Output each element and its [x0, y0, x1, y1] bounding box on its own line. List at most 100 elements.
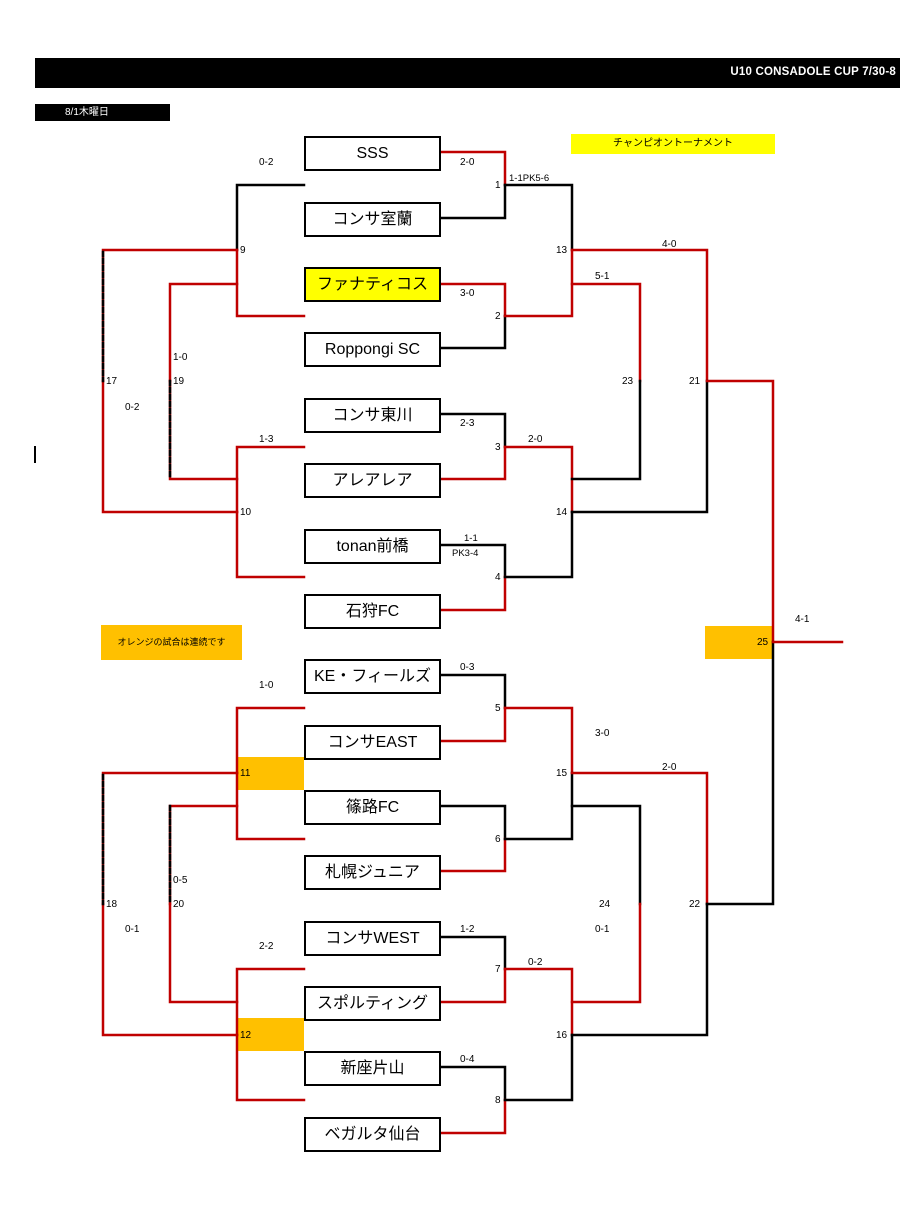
score-label: 0-2 [125, 402, 140, 413]
score-label: 0-2 [259, 157, 274, 168]
bracket-line [503, 248, 574, 318]
bracket-line [570, 282, 642, 383]
team-box: コンサ室蘭 [304, 202, 441, 237]
bracket-line [437, 543, 507, 579]
score-label: 0-1 [125, 924, 140, 935]
score-label: 2-0 [460, 157, 475, 168]
match-number: 6 [495, 834, 501, 845]
team-box: アレアレア [304, 463, 441, 498]
score-label: 0-1 [595, 924, 610, 935]
match-number: 17 [106, 376, 118, 387]
match-number: 2 [495, 311, 501, 322]
bracket-line [235, 445, 306, 514]
bracket-line [101, 379, 239, 514]
orange-block-match-11 [237, 757, 304, 790]
bracket-line [503, 706, 574, 775]
date-label: 8/1木曜日 [35, 104, 170, 121]
bracket-line [235, 771, 306, 841]
bracket-line [570, 379, 709, 514]
bracket-line [437, 1065, 507, 1102]
score-label: 0-2 [528, 957, 543, 968]
team-box: 篠路FC [304, 790, 441, 825]
bracket-line [570, 902, 642, 1004]
match-number: 9 [240, 245, 246, 256]
bracket-line [235, 183, 306, 252]
score-label: PK3-4 [452, 548, 479, 559]
score-label: 2-3 [460, 418, 475, 429]
team-box-highlighted: ファナティコス [304, 267, 441, 302]
match-number: 10 [240, 507, 252, 518]
bracket-line [570, 771, 709, 906]
bracket-line [235, 967, 306, 1037]
bracket-line [235, 706, 306, 775]
bracket-line [437, 706, 507, 743]
match-number: 25 [757, 637, 769, 648]
score-label: 1-1PK5-6 [509, 173, 550, 184]
bracket-line [235, 248, 306, 318]
score-label: 1-3 [259, 434, 274, 445]
orange-block-match-25 [705, 626, 773, 659]
bracket-line [503, 1033, 574, 1102]
match-number: 18 [106, 899, 118, 910]
orange-block-match-12 [237, 1018, 304, 1051]
score-label: 2-0 [662, 762, 677, 773]
team-box: KE・フィールズ [304, 659, 441, 694]
bracket-line [570, 902, 709, 1037]
cursor-mark [34, 446, 36, 463]
bracket-line [437, 935, 507, 971]
score-label: 1-0 [259, 680, 274, 691]
bracket-line [570, 379, 642, 481]
bracket-line [437, 837, 507, 873]
bracket-line [503, 510, 574, 579]
team-box: コンサEAST [304, 725, 441, 760]
score-label: 4-1 [795, 614, 810, 625]
team-box: コンサWEST [304, 921, 441, 956]
bracket-line [570, 804, 642, 906]
score-label: 0-3 [460, 662, 475, 673]
score-label: 5-1 [595, 271, 610, 282]
match-number: 5 [495, 703, 501, 714]
match-number: 23 [622, 376, 634, 387]
team-box: 札幌ジュニア [304, 855, 441, 890]
bracket-line [570, 248, 709, 383]
match-number: 1 [495, 180, 501, 191]
team-box: 新座片山 [304, 1051, 441, 1086]
match-number: 12 [240, 1030, 252, 1041]
team-box: コンサ東川 [304, 398, 441, 433]
bracket-line [235, 1033, 306, 1102]
match-number: 7 [495, 964, 501, 975]
score-label: 3-0 [460, 288, 475, 299]
bracket-line [437, 1098, 507, 1135]
score-label: 2-0 [528, 434, 543, 445]
match-number: 22 [689, 899, 701, 910]
match-number: 4 [495, 572, 501, 583]
score-label: 2-2 [259, 941, 274, 952]
team-box: SSS [304, 136, 441, 171]
score-label: 1-0 [173, 352, 188, 363]
bracket-line [168, 804, 239, 906]
bracket-line [705, 640, 775, 906]
bracket-line [437, 150, 507, 187]
bracket-line [101, 902, 239, 1037]
header-bar: U10 CONSADOLE CUP 7/30-8 [35, 58, 900, 88]
bracket-line [705, 379, 775, 644]
team-box: Roppongi SC [304, 332, 441, 367]
score-label: 4-0 [662, 239, 677, 250]
bracket-line [437, 575, 507, 612]
bracket-line [437, 314, 507, 350]
team-box: 石狩FC [304, 594, 441, 629]
bracket-line [168, 902, 239, 1004]
bracket-line [437, 967, 507, 1004]
bracket-line [437, 804, 507, 841]
bracket-line [437, 445, 507, 481]
tournament-label: チャンピオントーナメント [571, 134, 775, 154]
match-number: 19 [173, 376, 185, 387]
score-label: 0-5 [173, 875, 188, 886]
bracket-line [437, 183, 507, 220]
match-number: 8 [495, 1095, 501, 1106]
match-number: 21 [689, 376, 701, 387]
match-number: 13 [556, 245, 568, 256]
bracket-line [168, 379, 239, 481]
bracket-line [503, 967, 574, 1037]
